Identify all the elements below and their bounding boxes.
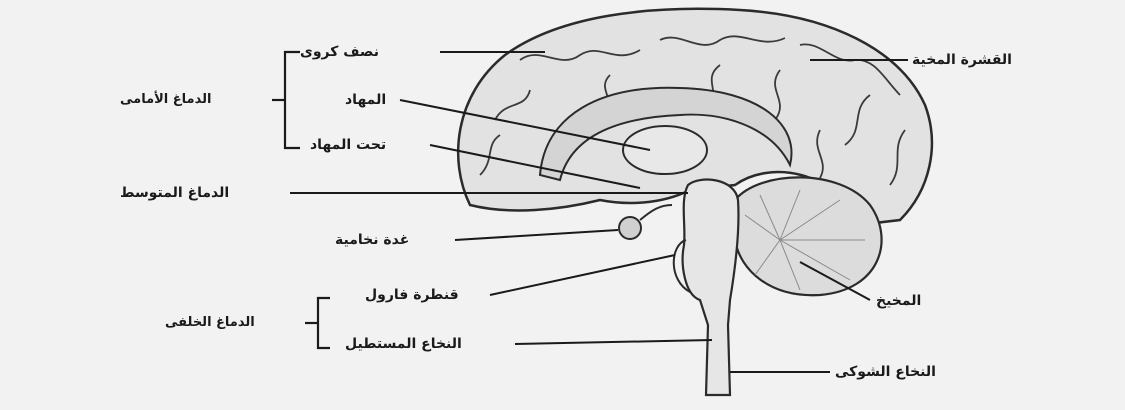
- label-cerebellum: المخيخ: [876, 292, 921, 310]
- label-hypothalamus: تحت المهاد: [310, 136, 386, 154]
- label-pituitary-gland: غدة نخامية: [335, 231, 409, 249]
- label-hindbrain-group: الدماغ الخلفى: [165, 314, 255, 332]
- label-forebrain-group: الدماغ الأمامى: [120, 91, 211, 109]
- label-medulla-oblongata: النخاع المستطيل: [345, 335, 462, 353]
- cerebellum-shape: [735, 177, 882, 295]
- thalamus-shape: [623, 126, 707, 174]
- label-midbrain: الدماغ المتوسط: [120, 184, 229, 202]
- label-thalamus: المهاد: [345, 91, 386, 109]
- label-pons: قنطرة فارول: [365, 286, 459, 304]
- label-spinal-cord: النخاع الشوكى: [835, 363, 936, 381]
- pituitary-shape: [619, 217, 641, 239]
- label-cerebral-cortex: القشرة المخية: [912, 51, 1012, 69]
- label-cerebral-hemisphere: نصف كروى: [300, 43, 379, 61]
